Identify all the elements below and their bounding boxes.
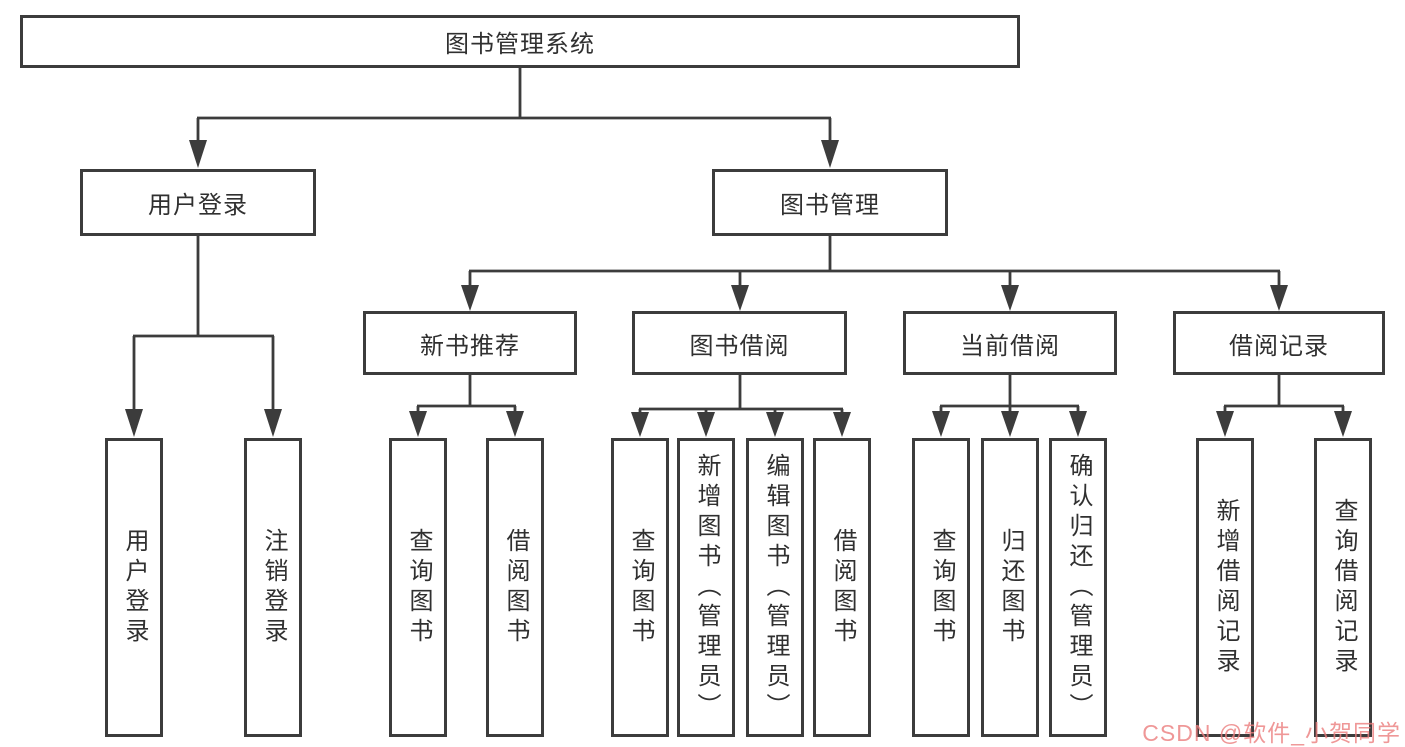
leaf-borrow-borrow: 借阅图书 (813, 438, 871, 737)
node-book-borrow-label: 图书借阅 (689, 332, 790, 360)
node-new-book: 新书推荐 (363, 311, 577, 375)
leaf-current-confirm-label: 确认归还（管理员） (1065, 452, 1092, 723)
leaf-borrow-add-label: 新增图书（管理员） (693, 452, 720, 723)
leaf-logout: 注销登录 (244, 438, 302, 737)
leaf-borrow-borrow-label: 借阅图书 (829, 527, 856, 648)
node-book-mgmt: 图书管理 (712, 169, 948, 236)
leaf-records-add: 新增借阅记录 (1196, 438, 1254, 737)
node-root-label: 图书管理系统 (445, 31, 595, 58)
leaf-borrow-query-label: 查询图书 (627, 527, 654, 648)
leaf-user-login: 用户登录 (105, 438, 163, 737)
node-user-login: 用户登录 (80, 169, 316, 236)
leaf-records-query: 查询借阅记录 (1314, 438, 1372, 737)
node-current-borrow: 当前借阅 (903, 311, 1117, 375)
leaf-logout-label: 注销登录 (260, 527, 287, 648)
node-new-book-label: 新书推荐 (420, 332, 520, 360)
leaf-current-return: 归还图书 (981, 438, 1039, 737)
node-root: 图书管理系统 (20, 15, 1020, 68)
leaf-borrow-add: 新增图书（管理员） (677, 438, 735, 737)
leaf-current-query-label: 查询图书 (928, 527, 955, 648)
leaf-current-confirm: 确认归还（管理员） (1049, 438, 1107, 737)
leaf-borrow-edit-label: 编辑图书（管理员） (762, 452, 789, 723)
node-borrow-records-label: 借阅记录 (1229, 332, 1329, 360)
leaf-borrow-query: 查询图书 (611, 438, 669, 737)
node-book-borrow: 图书借阅 (632, 311, 847, 375)
leaf-newbook-query-label: 查询图书 (405, 527, 432, 648)
leaf-records-add-label: 新增借阅记录 (1212, 497, 1239, 678)
leaf-records-query-label: 查询借阅记录 (1330, 497, 1357, 678)
leaf-newbook-borrow: 借阅图书 (486, 438, 544, 737)
node-borrow-records: 借阅记录 (1173, 311, 1385, 375)
csdn-watermark: CSDN @软件_小贺同学 (1142, 720, 1401, 746)
node-user-login-label: 用户登录 (148, 192, 248, 219)
node-book-mgmt-label: 图书管理 (780, 192, 880, 219)
node-current-borrow-label: 当前借阅 (960, 332, 1060, 360)
leaf-newbook-borrow-label: 借阅图书 (502, 527, 529, 648)
leaf-newbook-query: 查询图书 (389, 438, 447, 737)
leaf-borrow-edit: 编辑图书（管理员） (746, 438, 804, 737)
leaf-current-return-label: 归还图书 (997, 527, 1024, 648)
leaf-user-login-label: 用户登录 (121, 527, 148, 648)
leaf-current-query: 查询图书 (912, 438, 970, 737)
